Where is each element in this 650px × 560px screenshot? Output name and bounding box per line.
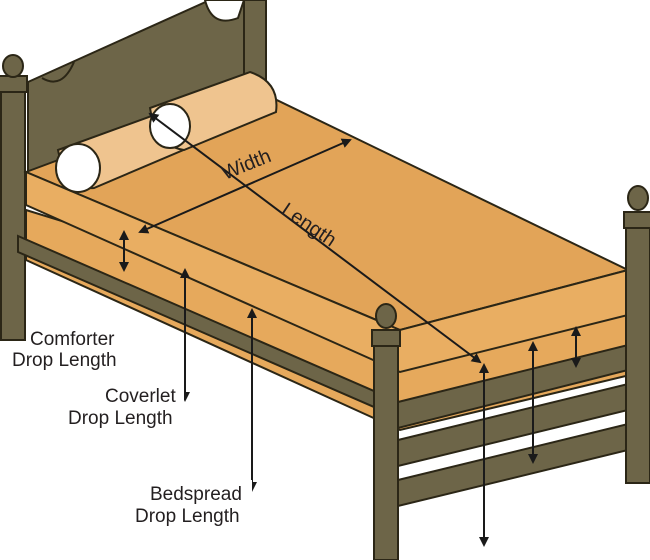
coverlet-label-line2: Drop Length (68, 408, 173, 429)
coverlet-callout: Coverlet Drop Length (66, 384, 184, 430)
length-arrow (148, 112, 482, 364)
bedpost-front-right (623, 185, 650, 484)
bedpost-back-left (0, 54, 28, 341)
bedspread-label-line1: Bedspread (150, 484, 242, 505)
bedspread-callout: Bedspread Drop Length (132, 480, 252, 527)
coverlet-label-line1: Coverlet (105, 386, 176, 407)
dimension-arrows (119, 112, 581, 547)
comforter-callout: Comforter Drop Length (12, 326, 128, 372)
bedspread-label-line2: Drop Length (135, 506, 240, 527)
comforter-label-line1: Comforter (30, 329, 115, 350)
bedpost-front-left (371, 303, 401, 560)
comforter-label-line2: Drop Length (12, 350, 117, 371)
